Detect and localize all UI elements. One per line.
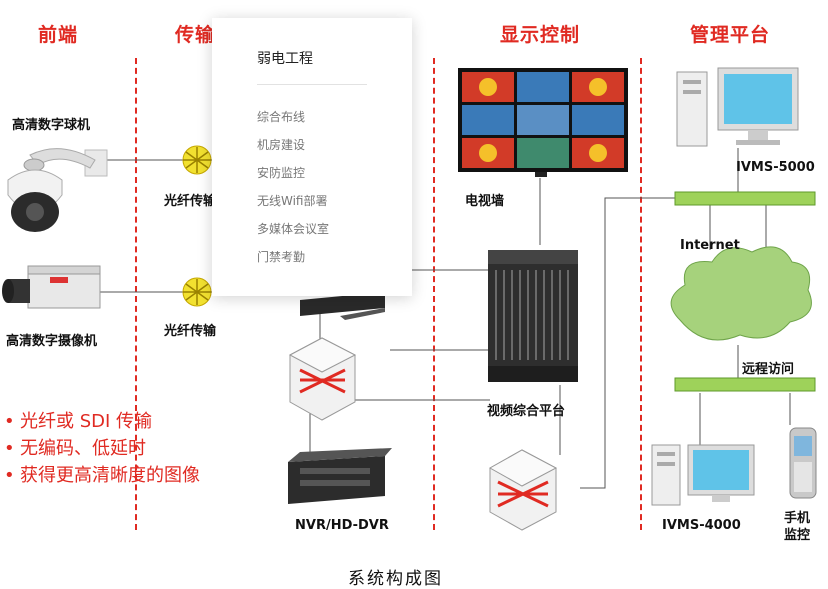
video-platform-icon [488, 250, 578, 382]
label-ivms-4000: IVMS-4000 [662, 518, 741, 533]
label-mobile-monitoring: 手机 监控 [784, 511, 811, 543]
diagram-caption: 系统构成图 [348, 569, 443, 589]
header-display-control: 显示控制 [500, 24, 581, 46]
menu-title: 弱电工程 [257, 51, 313, 67]
menu-item[interactable]: 门禁考勤 [257, 250, 306, 264]
label-fiber-2: 光纤传输 [164, 324, 217, 339]
divider-line [135, 58, 137, 530]
menu-item[interactable]: 多媒体会议室 [257, 222, 330, 236]
dropdown-menu: 弱电工程 综合布线 机房建设 安防监控 无线Wifi部署 多媒体会议室 门禁考勤 [212, 18, 412, 296]
nvr-icon [288, 448, 392, 504]
feature-item: •光纤或 SDI 传输 [4, 411, 153, 432]
header-frontend: 前端 [38, 24, 79, 46]
network-switch-icon [288, 337, 357, 421]
divider-line [433, 58, 435, 530]
label-remote-access: 远程访问 [742, 362, 795, 377]
menu-item[interactable]: 安防监控 [257, 166, 306, 180]
label-dome-camera: 高清数字球机 [12, 118, 91, 133]
cloud-icon [670, 246, 812, 341]
fiber-converter-icon [182, 277, 212, 307]
label-ivms-5000: IVMS-5000 [736, 160, 815, 175]
menu-item[interactable]: 无线Wifi部署 [257, 194, 328, 208]
feature-item: •获得更高清晰度的图像 [4, 465, 200, 486]
label-video-platform: 视频综合平台 [487, 404, 566, 419]
label-fiber-1: 光纤传输 [164, 194, 217, 209]
tv-wall-icon [458, 68, 628, 177]
menu-item[interactable]: 综合布线 [257, 110, 306, 124]
network-bar [674, 191, 816, 206]
network-switch-icon [488, 449, 558, 531]
menu-divider [257, 84, 367, 85]
dome-camera-icon [7, 148, 108, 232]
network-bar [674, 377, 816, 392]
workstation-icon [651, 444, 755, 506]
mobile-phone-icon [789, 427, 817, 499]
header-transmission: 传输 [175, 24, 216, 46]
header-management: 管理平台 [690, 24, 771, 46]
feature-item: •无编码、低延时 [4, 438, 146, 459]
connection-lines [100, 148, 791, 489]
divider-line [640, 58, 642, 530]
label-internet: Internet [680, 238, 740, 253]
label-box-camera: 高清数字摄像机 [6, 334, 98, 349]
menu-item[interactable]: 机房建设 [257, 138, 306, 152]
box-camera-icon [2, 265, 101, 309]
label-nvr: NVR/HD-DVR [295, 518, 389, 533]
label-tv-wall: 电视墙 [465, 194, 505, 209]
workstation-icon [676, 67, 799, 147]
feature-list: •光纤或 SDI 传输 •无编码、低延时 •获得更高清晰度的图像 [4, 408, 200, 489]
encoder-device-icon [300, 292, 385, 320]
fiber-converter-icon [182, 145, 212, 175]
